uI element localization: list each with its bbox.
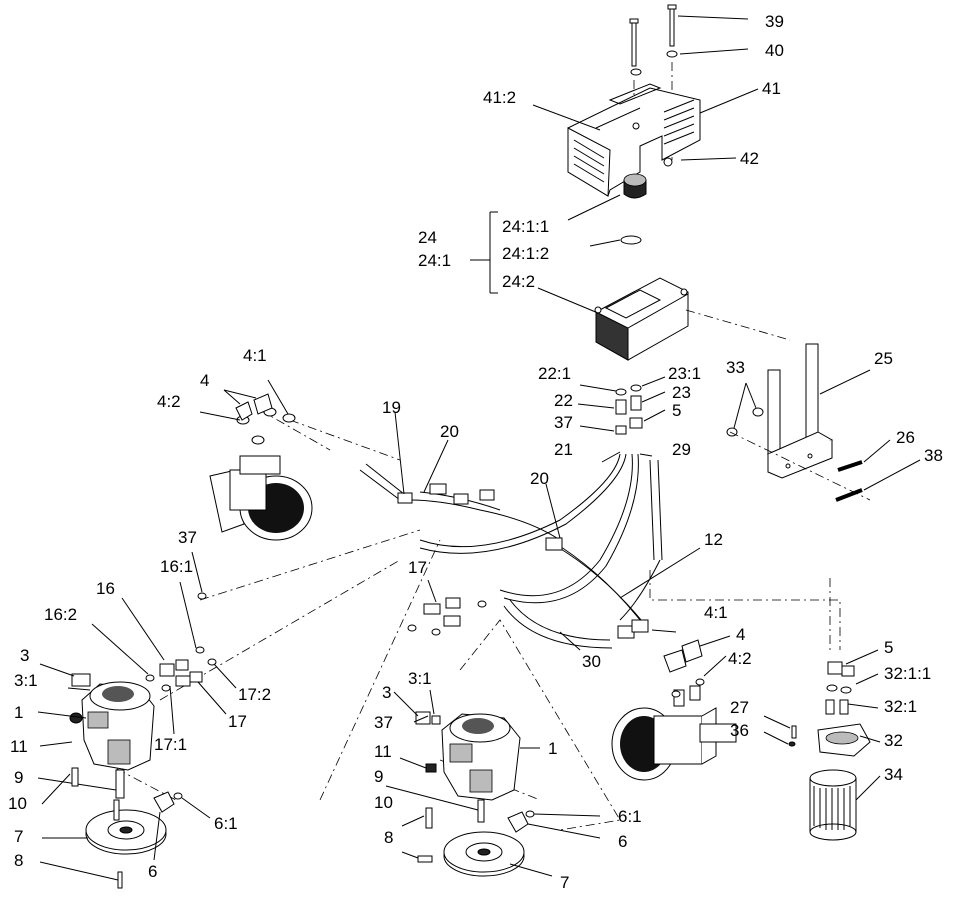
callout-16-1: 16:1 bbox=[160, 557, 193, 576]
callout-32-1-1: 32:1:1 bbox=[884, 664, 931, 683]
callout-21: 21 bbox=[554, 440, 573, 459]
callout-3-mid: 3 bbox=[382, 683, 391, 702]
callout-4-1-right: 4:1 bbox=[704, 603, 728, 622]
hose-assembly bbox=[359, 411, 701, 651]
callout-24-1: 24:1 bbox=[418, 251, 451, 270]
callout-5-right: 5 bbox=[884, 638, 893, 657]
callout-17-mid: 17 bbox=[408, 558, 427, 577]
callout-34: 34 bbox=[884, 765, 903, 784]
wheel-motor-right bbox=[611, 629, 737, 781]
callout-32-1: 32:1 bbox=[884, 697, 917, 716]
callout-37-low: 37 bbox=[374, 713, 393, 732]
callout-26: 26 bbox=[896, 428, 915, 447]
callout-17-left: 17 bbox=[228, 712, 247, 731]
callout-10-left: 10 bbox=[8, 794, 27, 813]
reservoir-fittings bbox=[577, 376, 666, 435]
mid-fittings bbox=[407, 579, 487, 636]
callout-38: 38 bbox=[924, 446, 943, 465]
reservoir-stand bbox=[726, 343, 921, 502]
callout-3-left: 3 bbox=[20, 646, 29, 665]
callout-24-1-2: 24:1:2 bbox=[502, 244, 549, 263]
callout-20-top: 20 bbox=[440, 422, 459, 441]
callout-24-2: 24:2 bbox=[502, 272, 535, 291]
pump-left-fittings bbox=[91, 551, 237, 735]
callout-6-left: 6 bbox=[148, 862, 157, 881]
oil-filter-group bbox=[763, 649, 881, 841]
callout-19: 19 bbox=[382, 398, 401, 417]
callout-17-1: 17:1 bbox=[154, 735, 187, 754]
callout-4-right: 4 bbox=[736, 625, 745, 644]
reservoir-guard bbox=[532, 83, 759, 197]
pulley-mid bbox=[401, 807, 553, 877]
reservoir-cap bbox=[567, 173, 647, 247]
callout-23: 23 bbox=[672, 383, 691, 402]
callout-11-left: 11 bbox=[10, 737, 28, 756]
callout-4-2-right: 4:2 bbox=[728, 649, 752, 668]
callout-42: 42 bbox=[740, 149, 759, 168]
pump-left-elbow bbox=[153, 791, 211, 861]
callout-29: 29 bbox=[672, 440, 691, 459]
callout-6-mid: 6 bbox=[618, 832, 627, 851]
callout-20-mid: 20 bbox=[530, 469, 549, 488]
callout-7-left: 7 bbox=[14, 827, 23, 846]
callout-17-2: 17:2 bbox=[238, 685, 271, 704]
callout-37-left: 37 bbox=[178, 528, 197, 547]
callout-5-top: 5 bbox=[672, 401, 681, 420]
callout-40: 40 bbox=[765, 41, 784, 60]
callout-8-mid: 8 bbox=[384, 828, 393, 847]
callout-24: 24 bbox=[418, 228, 437, 247]
callout-6-1-mid: 6:1 bbox=[618, 807, 642, 826]
callout-9-left: 9 bbox=[14, 768, 23, 787]
callout-24-1-1: 24:1:1 bbox=[502, 217, 549, 236]
callout-3-1-left: 3:1 bbox=[14, 671, 38, 690]
callout-4-2-top: 4:2 bbox=[157, 392, 181, 411]
callout-4-1-top: 4:1 bbox=[243, 346, 267, 365]
callout-30: 30 bbox=[582, 652, 601, 671]
callout-41: 41 bbox=[762, 79, 781, 98]
callout-36: 36 bbox=[730, 721, 749, 740]
callout-11-mid: 11 bbox=[374, 742, 392, 761]
hydraulic-pump-mid bbox=[385, 689, 540, 823]
callout-27: 27 bbox=[730, 698, 749, 717]
callout-41-2: 41:2 bbox=[483, 88, 516, 107]
callout-10-mid: 10 bbox=[374, 793, 393, 812]
wheel-motor-left bbox=[199, 379, 313, 541]
leader-paths bbox=[99, 409, 841, 831]
callout-9-mid: 9 bbox=[374, 767, 383, 786]
callout-33: 33 bbox=[726, 358, 745, 377]
callout-39: 39 bbox=[765, 12, 784, 31]
callout-23-1: 23:1 bbox=[668, 364, 701, 383]
callout-labels: 39 40 41:2 41 42 24:1:1 24 24:1 24:1:2 2… bbox=[8, 12, 943, 892]
callout-6-1-left: 6:1 bbox=[214, 814, 238, 833]
callout-22: 22 bbox=[554, 391, 573, 410]
callout-22-1: 22:1 bbox=[538, 364, 571, 383]
callout-7-mid: 7 bbox=[560, 873, 569, 892]
callout-32: 32 bbox=[884, 731, 903, 750]
hydraulic-pump-left bbox=[37, 663, 155, 799]
callout-16: 16 bbox=[96, 579, 115, 598]
hydraulic-reservoir bbox=[537, 277, 791, 361]
callout-1-mid: 1 bbox=[548, 739, 557, 758]
pulley-left bbox=[39, 767, 167, 889]
callout-37-mid: 37 bbox=[554, 413, 573, 432]
callout-3-1-mid: 3:1 bbox=[408, 669, 432, 688]
callout-25: 25 bbox=[874, 349, 893, 368]
callout-4-top: 4 bbox=[200, 371, 209, 390]
callout-16-2: 16:2 bbox=[44, 605, 77, 624]
callout-12: 12 bbox=[704, 530, 723, 549]
callout-1-left: 1 bbox=[14, 703, 23, 722]
callout-8-left: 8 bbox=[14, 851, 23, 870]
pump-mid-elbow bbox=[507, 810, 601, 839]
